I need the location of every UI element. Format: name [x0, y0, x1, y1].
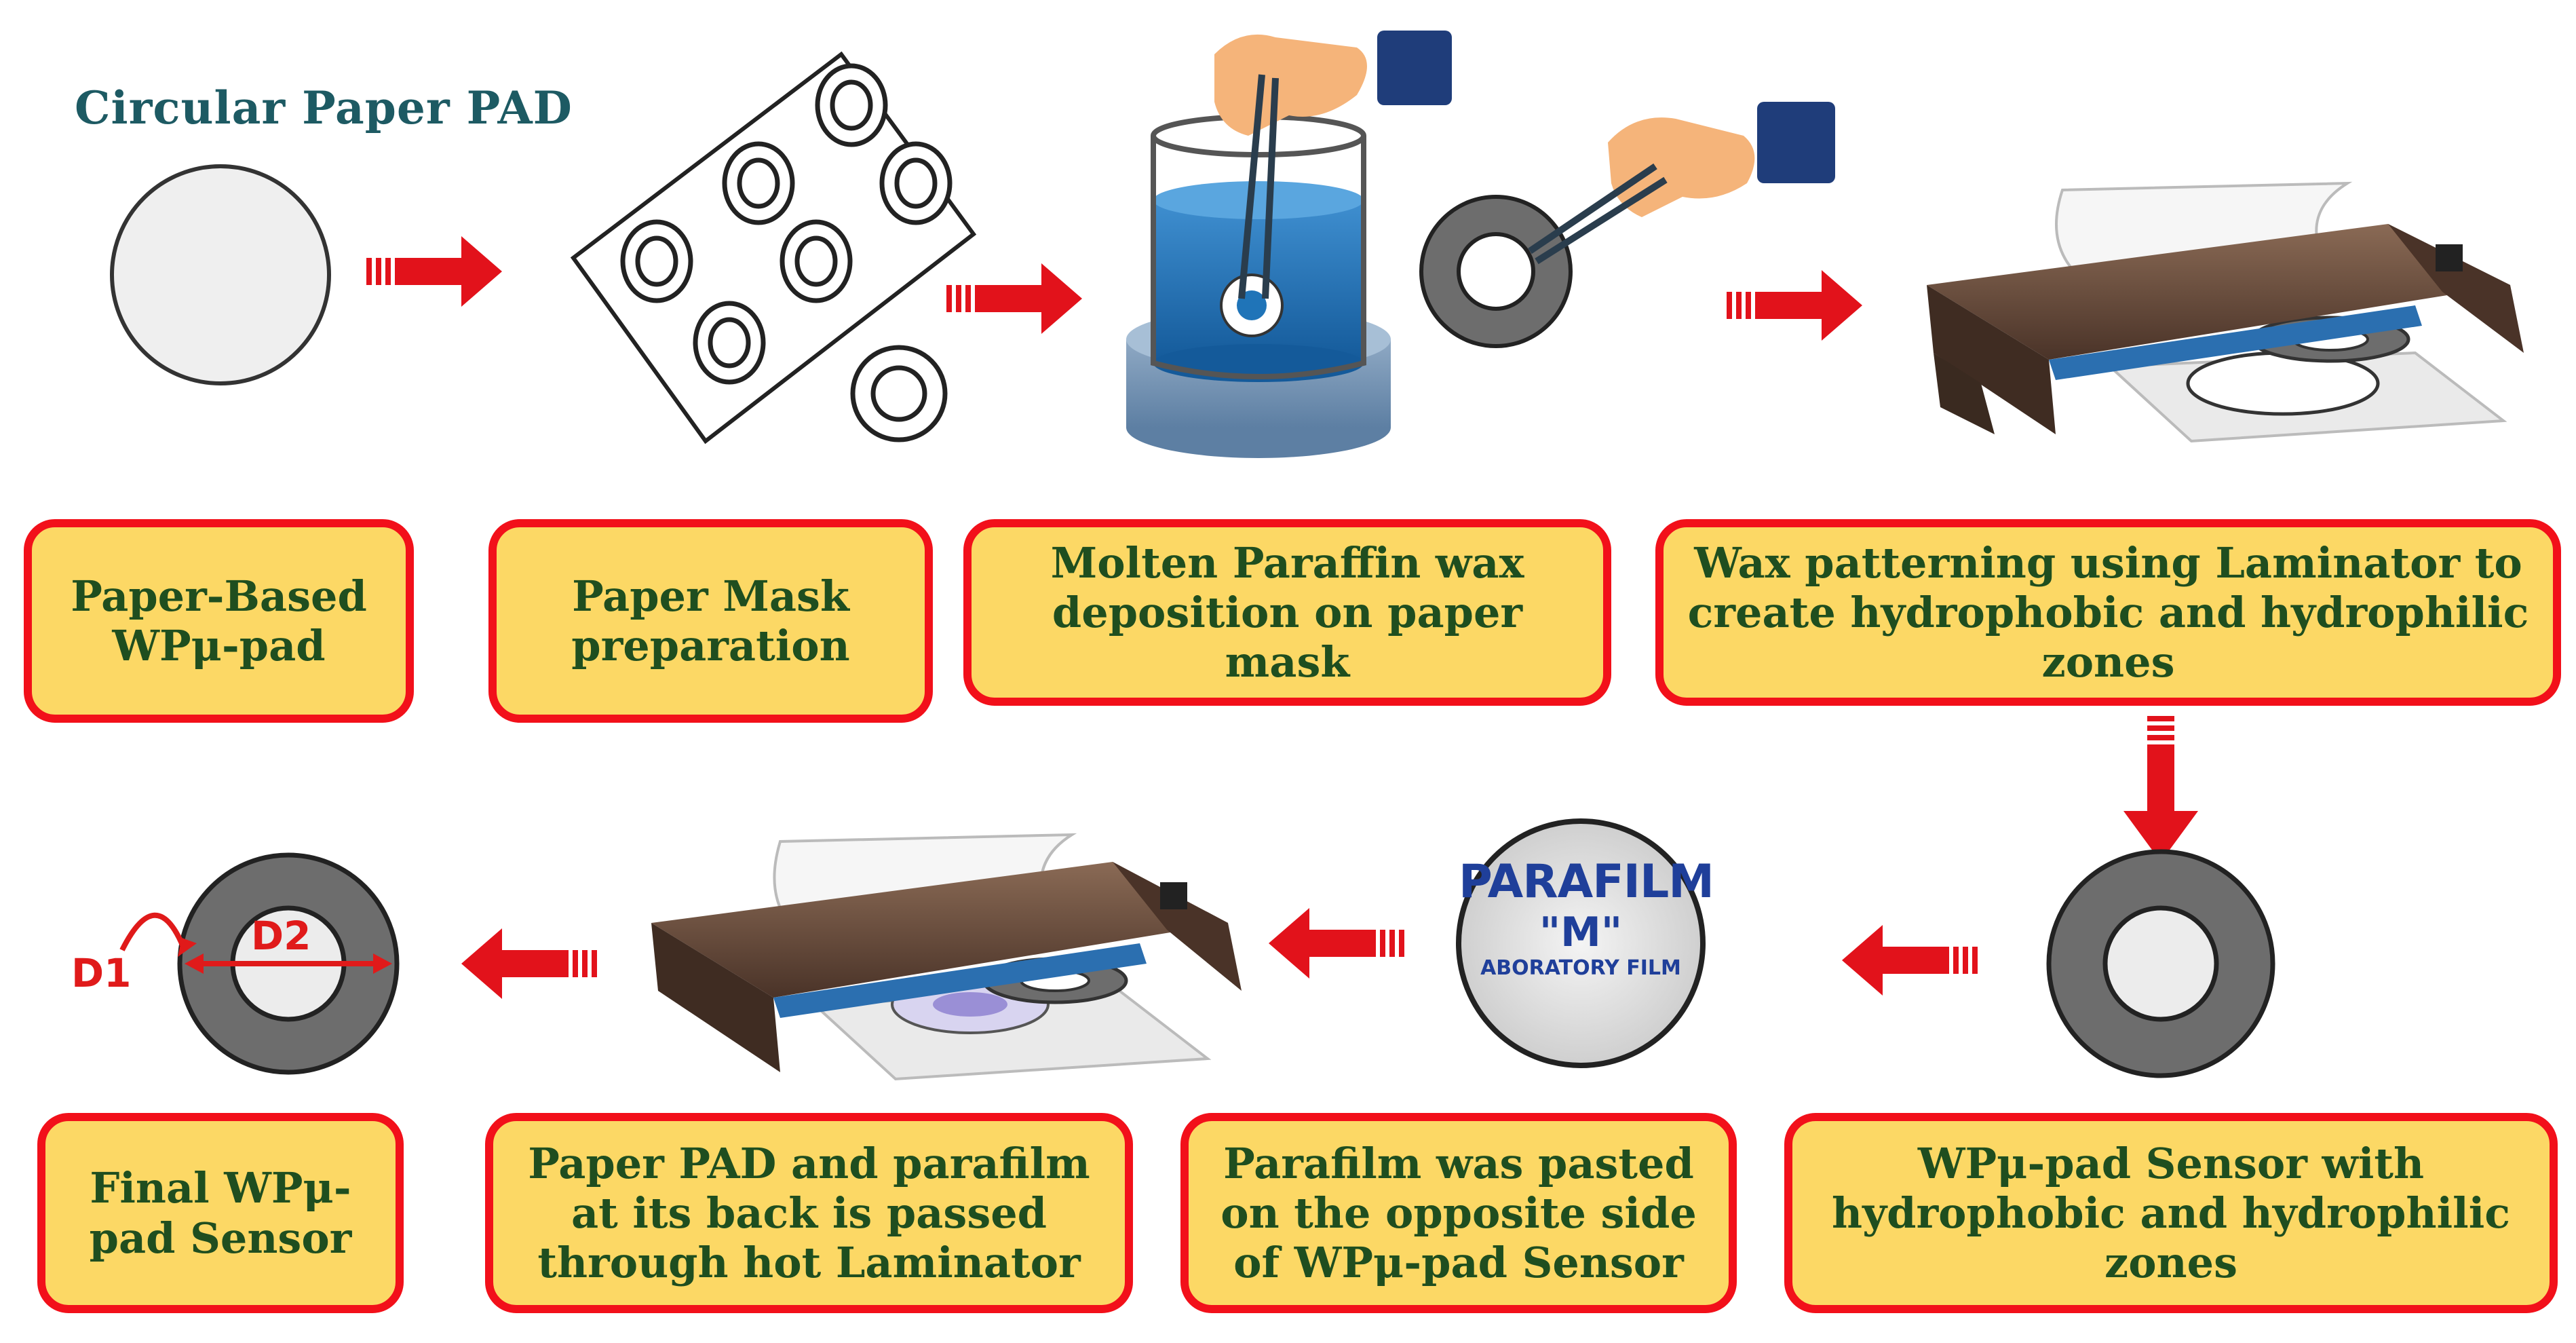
- step-text: Paper PAD and parafilm at its back is pa…: [528, 1138, 1090, 1288]
- d1-label: D1: [71, 950, 132, 996]
- parafilm-label-line3: ABORATORY FILM: [1480, 956, 1681, 980]
- step-box-molten-wax: Molten Paraffin wax deposition on paper …: [963, 519, 1611, 706]
- step-text: Parafilm was pasted on the opposite side…: [1220, 1138, 1697, 1288]
- step-box-wax-patterning: Wax patterning using Laminator to create…: [1655, 519, 2561, 706]
- step-box-paper-based-pad: Paper-Based WPμ-pad: [24, 519, 414, 723]
- step-text: WPμ-pad Sensor with hydrophobic and hydr…: [1832, 1138, 2510, 1288]
- step-text: Paper Mask preparation: [571, 571, 850, 670]
- parafilm-label-line2: "M": [1539, 909, 1623, 956]
- paper-pad-circle: [110, 164, 331, 385]
- parafilm-label: PARAFILM "M" ABORATORY FILM: [1459, 855, 1714, 980]
- parafilm-icon: [1456, 818, 1706, 1068]
- step-text: Molten Paraffin wax deposition on paper …: [1050, 537, 1524, 687]
- laminator-icon: [1927, 181, 2524, 443]
- step-text: Paper-Based WPμ-pad: [71, 571, 367, 670]
- step-text: Wax patterning using Laminator to create…: [1687, 537, 2529, 687]
- arrow-right: [366, 236, 502, 307]
- d2-label: D2: [251, 913, 311, 959]
- paper-mask-sheet: [570, 51, 977, 444]
- sensor-ring-icon: [2046, 849, 2275, 1078]
- step-box-parafilm-pasted: Parafilm was pasted on the opposite side…: [1180, 1113, 1737, 1313]
- page-title: Circular Paper PAD: [75, 81, 573, 134]
- hand-with-ring-icon: [1419, 102, 1835, 348]
- laminator-with-parafilm-icon: [651, 833, 1242, 1081]
- arrow-down: [2123, 716, 2198, 862]
- step-text: Final WPμ-pad Sensor: [89, 1163, 352, 1263]
- arrow-left: [1269, 908, 1404, 979]
- beaker-icon: [1126, 114, 1391, 458]
- arrow-left: [461, 928, 597, 999]
- parafilm-label-line1: PARAFILM: [1459, 855, 1714, 909]
- arrow-right: [946, 263, 1082, 334]
- step-box-sensor-zones: WPμ-pad Sensor with hydrophobic and hydr…: [1784, 1113, 2558, 1313]
- final-sensor-icon: [119, 852, 400, 1075]
- step-box-final-sensor: Final WPμ-pad Sensor: [37, 1113, 404, 1313]
- arrow-left: [1842, 925, 1978, 996]
- step-box-hot-laminator: Paper PAD and parafilm at its back is pa…: [485, 1113, 1133, 1313]
- arrow-right: [1727, 270, 1862, 341]
- hand-with-tweezers-icon: [1214, 31, 1452, 299]
- step-box-paper-mask: Paper Mask preparation: [488, 519, 933, 723]
